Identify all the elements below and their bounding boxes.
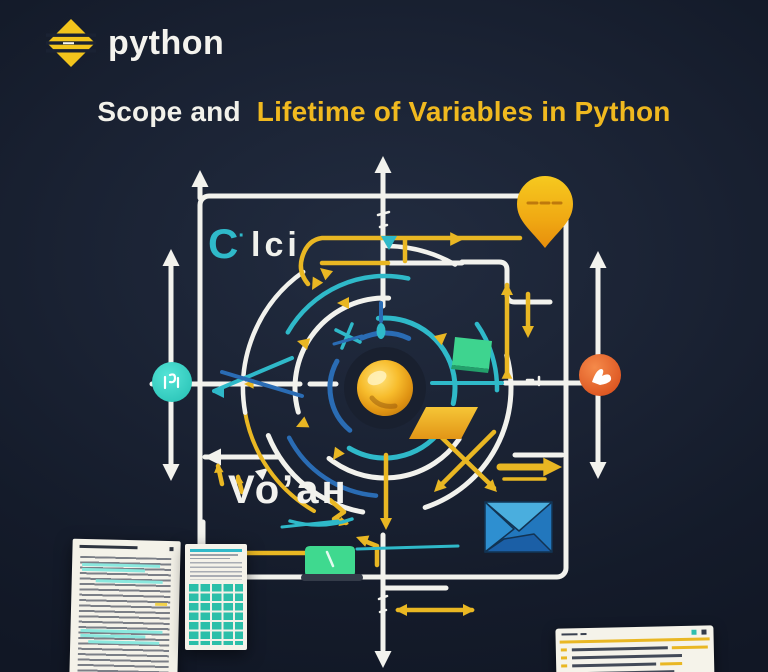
golden-sphere-icon (344, 347, 426, 429)
yellow-parallelogram-icon (409, 407, 478, 439)
label-lci: lci (251, 226, 301, 264)
highlight-bar-yellow (155, 602, 168, 607)
editor-teal-square (691, 629, 697, 635)
code-line (571, 646, 668, 651)
diagram-label-bottom: Voʼан (228, 468, 349, 512)
green-rect-icon (451, 337, 492, 373)
line-number (560, 648, 567, 652)
editor-dark-square (701, 629, 707, 635)
location-pin-icon (517, 176, 573, 248)
teal-blue-details (212, 301, 504, 551)
doc-sub-bar (190, 557, 230, 560)
code-paper-document (69, 538, 181, 672)
python-logo: python (46, 18, 224, 68)
yellow-flow-lines (215, 235, 552, 613)
doc-title-bar (190, 549, 242, 552)
envelope-icon (484, 501, 553, 553)
doc-header-dot (169, 547, 174, 552)
frame-and-axes (149, 165, 617, 653)
label-c: C (208, 220, 239, 267)
code-line-yellow (660, 662, 683, 666)
editor-header-bar (580, 633, 587, 636)
logo-wordmark: python (108, 23, 225, 62)
teal-drop-marker (376, 323, 386, 339)
label-dot: · (238, 225, 246, 247)
code-line (572, 662, 657, 667)
line-number (560, 656, 568, 660)
diagram-label-top-left: C·lci (208, 220, 301, 268)
doc-header-bar (79, 544, 138, 550)
table-paper-document (185, 544, 247, 650)
code-line-yellow (671, 645, 708, 649)
doc-text-lines (77, 555, 172, 672)
title-part2: Lifetime of Variables in Python (256, 96, 671, 127)
editor-header-bar (561, 633, 578, 636)
line-number (561, 664, 568, 668)
teal-node-icon (152, 362, 192, 402)
code-line (571, 654, 683, 659)
doc-sub-bar (190, 554, 238, 556)
teal-triangle-marker (381, 236, 397, 250)
code-editor-snippet (555, 625, 715, 672)
doc-text-lines (190, 562, 242, 580)
doc-table-grid (189, 584, 243, 645)
python-diamond-icon (46, 19, 96, 67)
editor-yellow-rule (559, 637, 710, 644)
page-title: Scope and Lifetime of Variables in Pytho… (0, 96, 768, 128)
title-part1: Scope and (97, 96, 241, 127)
orange-node-icon (579, 354, 621, 396)
laptop-icon (301, 546, 363, 581)
